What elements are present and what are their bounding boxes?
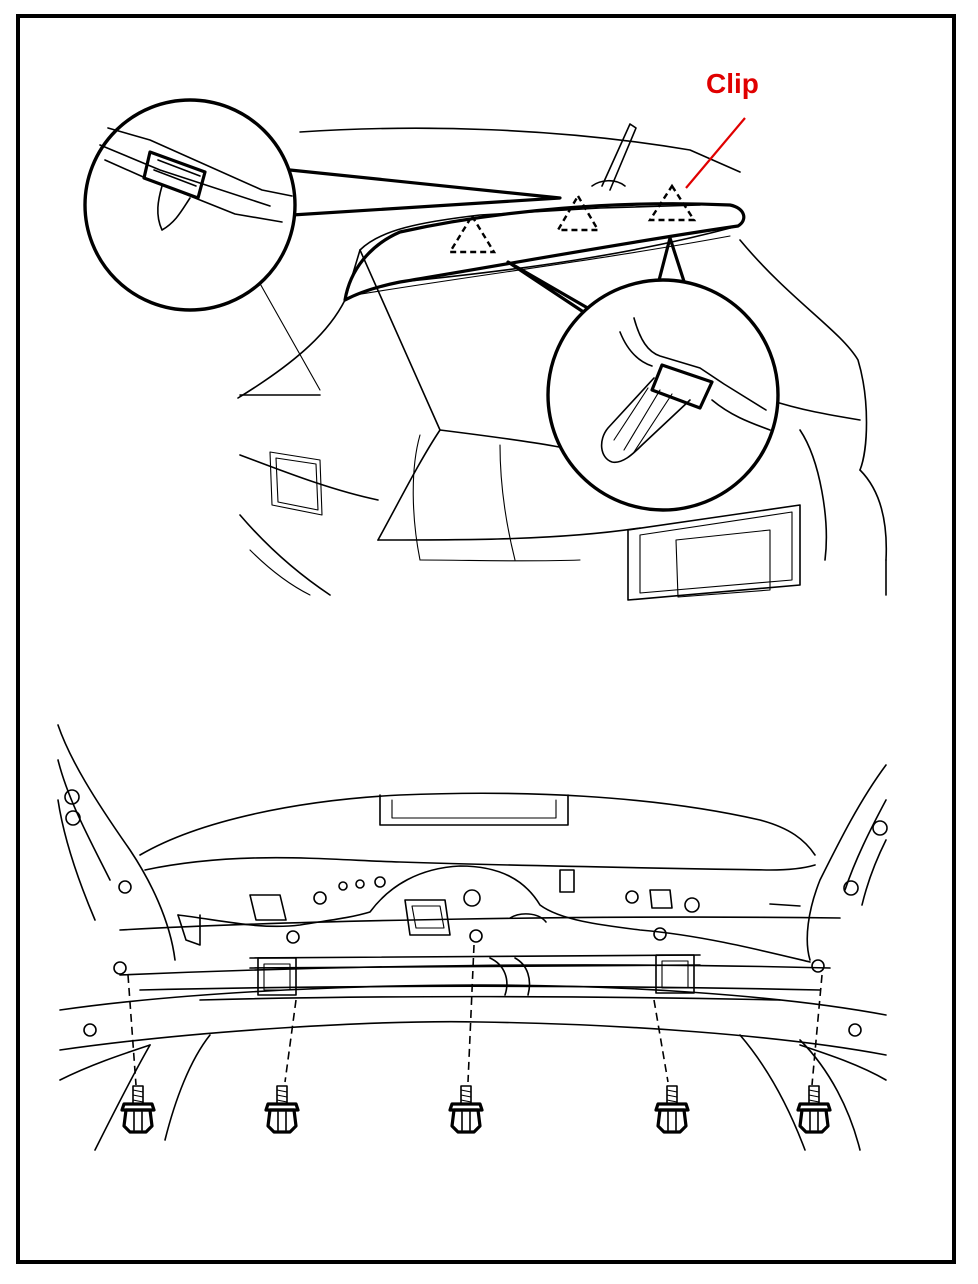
clip-detail-callout-right — [506, 236, 780, 512]
clip-callout-label: Clip — [706, 68, 759, 99]
bolt-icon — [264, 1085, 300, 1134]
clip-marker-3 — [647, 183, 697, 222]
bolt-icon — [654, 1085, 690, 1134]
clip-leader-line — [685, 117, 746, 189]
bolt-icon — [796, 1085, 832, 1134]
back-door-inner-illustration — [57, 724, 888, 1151]
clip-detail-callout-left — [83, 98, 562, 312]
bolt-icon — [448, 1085, 484, 1134]
clip-marker-2 — [555, 193, 601, 232]
bolt-icon — [120, 1085, 156, 1134]
bolt-icons — [120, 1085, 832, 1134]
bolt-alignment-guides — [127, 944, 823, 1086]
clip-marker-1 — [447, 213, 497, 254]
